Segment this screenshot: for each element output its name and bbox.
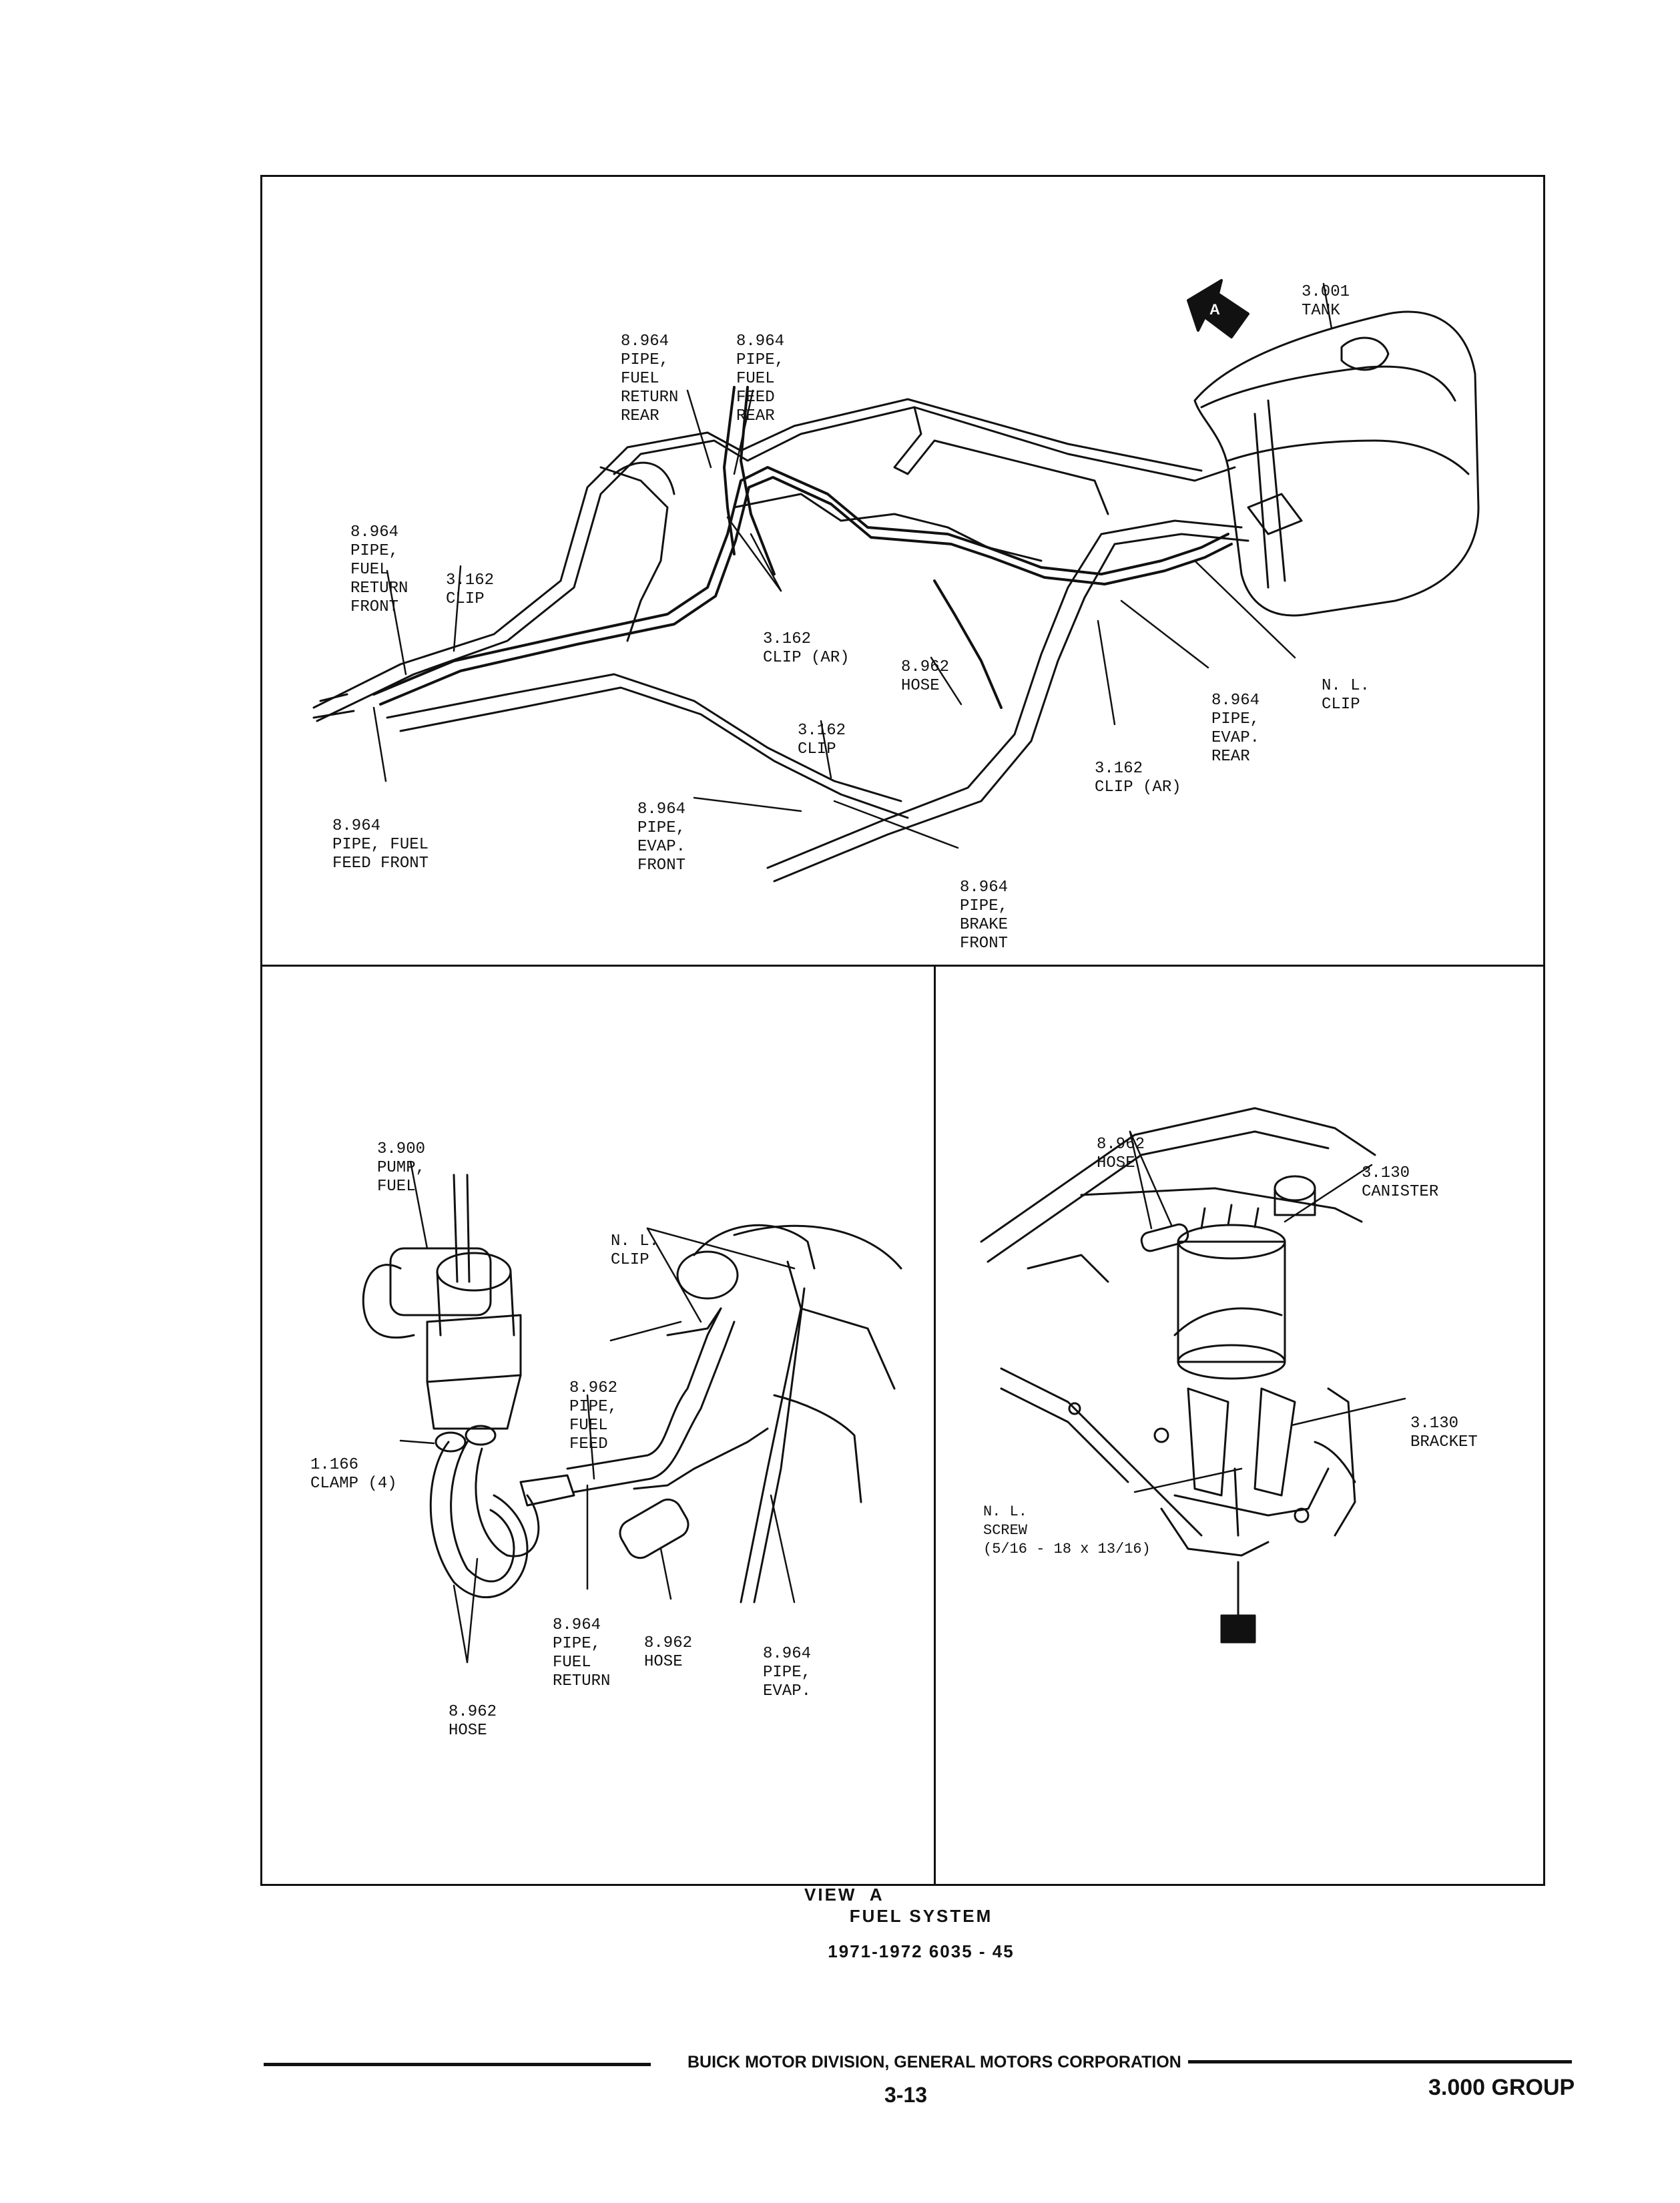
footer-group: 3.000 GROUP <box>1428 2075 1575 2100</box>
view-a-panel <box>260 965 936 1886</box>
footer-rule-left <box>264 2063 651 2066</box>
label-nl-clip-top: N. L.CLIP <box>1322 677 1370 714</box>
view-a-title: VIEW A <box>804 1885 884 1905</box>
figure-title: FUEL SYSTEM <box>849 1906 993 1926</box>
label-screw: N. L.SCREW(5/16 - 18 x 13/16) <box>983 1503 1151 1557</box>
canister-drawing <box>980 1107 1376 1644</box>
canister-panel <box>934 965 1545 1886</box>
top-leader-lines <box>372 282 1333 849</box>
top-panel <box>260 175 1545 967</box>
fuel-lines-top <box>372 386 1233 709</box>
view-a-leader-lines <box>399 1160 796 1664</box>
label-nl-clip-view-a: N. L.CLIP <box>611 1232 659 1269</box>
frame-rails-drawing <box>312 398 1249 883</box>
footer-division: BUICK MOTOR DIVISION, GENERAL MOTORS COR… <box>687 2053 1181 2071</box>
figure-subtitle: 1971-1972 6035 - 45 <box>828 1941 1015 1961</box>
view-a-arrow-label: A <box>1209 301 1220 318</box>
footer-rule-right <box>1188 2060 1572 2063</box>
canister-leader-lines <box>1129 1130 1406 1493</box>
fuel-tank-drawing <box>1193 310 1480 617</box>
footer-page-number: 3-13 <box>884 2083 928 2107</box>
view-a-drawing <box>362 1174 902 1604</box>
view-a-arrow-icon <box>1187 279 1249 338</box>
